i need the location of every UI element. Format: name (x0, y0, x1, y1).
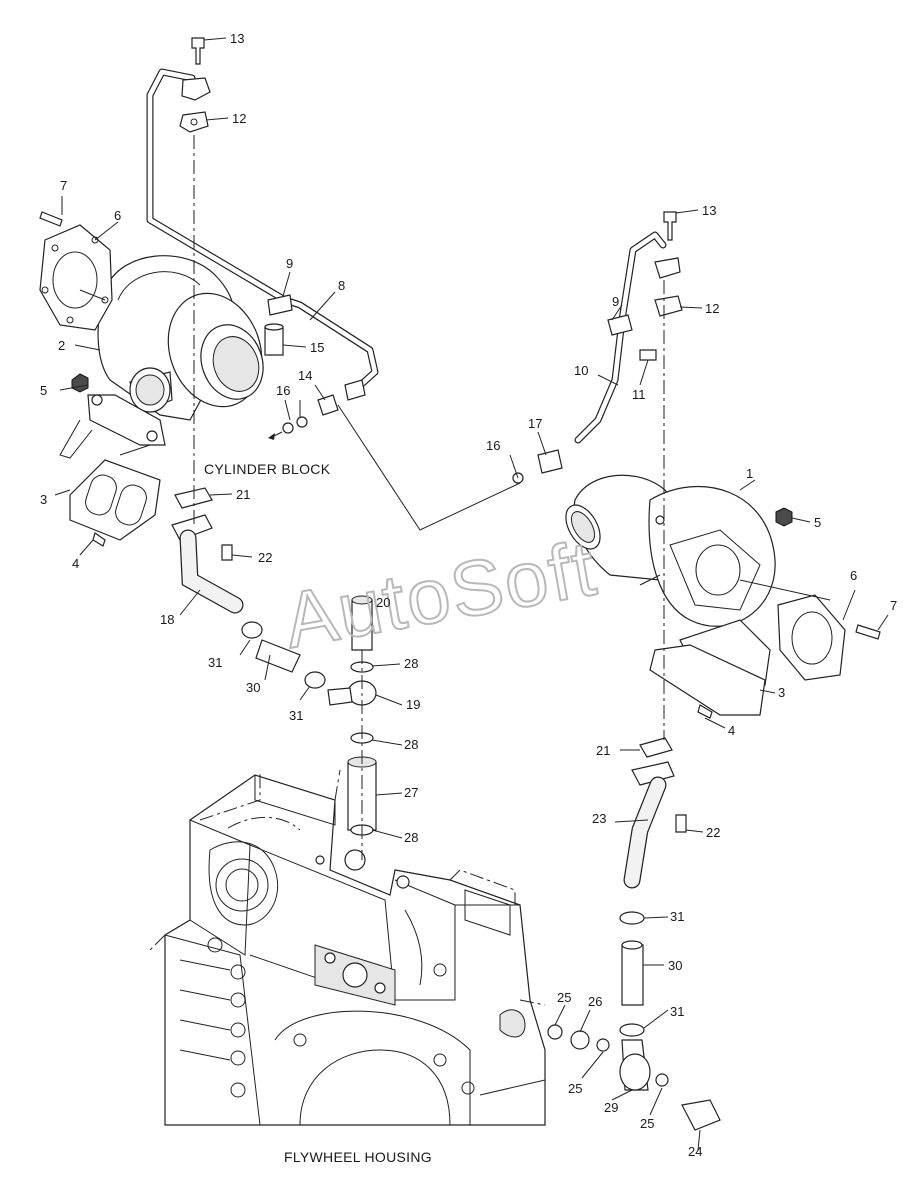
hose-left-30 (241, 621, 326, 689)
callout-31-left-b: 31 (289, 708, 303, 723)
oil-feed-pipe-right-10 (574, 231, 667, 444)
flywheel-housing-drawing (149, 769, 546, 1126)
stud-right-7 (855, 624, 881, 640)
callout-26: 26 (588, 994, 602, 1009)
caption-flywheel-housing: FLYWHEEL HOUSING (284, 1149, 432, 1165)
callout-13-right: 13 (702, 203, 716, 218)
callout-10: 10 (574, 363, 588, 378)
callout-21-left: 21 (236, 487, 250, 502)
callout-22-right: 22 (706, 825, 720, 840)
callout-22-left: 22 (258, 550, 272, 565)
callout-7-right: 7 (890, 598, 897, 613)
turbocharger-left-drawing (59, 255, 264, 459)
bolt-right-11 (639, 349, 657, 361)
callout-7-left: 7 (60, 178, 67, 193)
flange-left-12 (179, 77, 211, 133)
callout-12-left: 12 (232, 111, 246, 126)
nut-left-5 (71, 373, 89, 393)
bolt-left-13 (191, 37, 205, 65)
gasket-right-3 (649, 644, 766, 716)
callout-4-left: 4 (72, 556, 79, 571)
bolt-right-13 (663, 211, 677, 241)
callout-1: 1 (746, 466, 753, 481)
callout-25-c: 25 (640, 1116, 654, 1131)
clamp-right-9 (607, 314, 633, 336)
spacer-left-15 (264, 326, 284, 356)
callout-17: 17 (528, 416, 542, 431)
watermark-text: AutoSoft (278, 523, 604, 664)
clamp-left-9 (267, 294, 293, 316)
callout-5-right: 5 (814, 515, 821, 530)
fitting-left-14 (317, 379, 366, 416)
gasket-left-6 (39, 224, 113, 331)
callout-28-b: 28 (404, 737, 418, 752)
callout-5-left: 5 (40, 383, 47, 398)
callout-30-left: 30 (246, 680, 260, 695)
turbocharger-right-drawing (565, 474, 776, 691)
callout-13-left: 13 (230, 31, 244, 46)
callout-28-c: 28 (404, 830, 418, 845)
callout-16-right: 16 (486, 438, 500, 453)
callout-31-right-b: 31 (670, 1004, 684, 1019)
callout-15: 15 (310, 340, 324, 355)
callout-2: 2 (58, 338, 65, 353)
callout-6-right: 6 (850, 568, 857, 583)
callout-25-a: 25 (557, 990, 571, 1005)
callout-3-left: 3 (40, 492, 47, 507)
callout-24: 24 (688, 1144, 702, 1159)
callout-23: 23 (592, 811, 606, 826)
callout-20: 20 (376, 595, 390, 610)
callout-12-right: 12 (705, 301, 719, 316)
callout-28-a: 28 (404, 656, 418, 671)
seal-rings-left-16 (268, 416, 308, 440)
stud-left-4 (92, 532, 106, 547)
callout-19: 19 (406, 697, 420, 712)
callout-3-right: 3 (778, 685, 785, 700)
callout-9-left: 9 (286, 256, 293, 271)
caption-cylinder-block: CYLINDER BLOCK (204, 461, 331, 477)
callout-27: 27 (404, 785, 418, 800)
callout-30-right: 30 (668, 958, 682, 973)
callout-9-right: 9 (612, 294, 619, 309)
flange-right-12 (654, 257, 683, 317)
callout-4-right: 4 (728, 723, 735, 738)
gasket-left-3 (69, 459, 161, 541)
callout-numbers: 13 12 7 6 2 5 9 8 15 16 14 21 3 4 22 18 … (40, 31, 897, 1159)
stud-left-7 (39, 211, 63, 227)
callout-31-left-a: 31 (208, 655, 222, 670)
callout-11: 11 (632, 387, 646, 402)
callout-31-right-a: 31 (670, 909, 684, 924)
callout-8: 8 (338, 278, 345, 293)
drain-parts-left (171, 487, 244, 614)
gasket-right-6 (777, 594, 846, 681)
fitting-right-17 (512, 449, 563, 484)
callout-25-b: 25 (568, 1081, 582, 1096)
callout-14: 14 (298, 368, 312, 383)
callout-18: 18 (160, 612, 174, 627)
callout-29: 29 (604, 1100, 618, 1115)
leader-lines-left (54, 37, 521, 839)
leader-lines-right (509, 209, 889, 1151)
nut-right-5 (775, 507, 793, 527)
stud-right-4 (697, 704, 713, 719)
callout-16-left: 16 (276, 383, 290, 398)
drain-parts-right (547, 737, 721, 1131)
callout-6-left: 6 (114, 208, 121, 223)
callout-21-right: 21 (596, 743, 610, 758)
